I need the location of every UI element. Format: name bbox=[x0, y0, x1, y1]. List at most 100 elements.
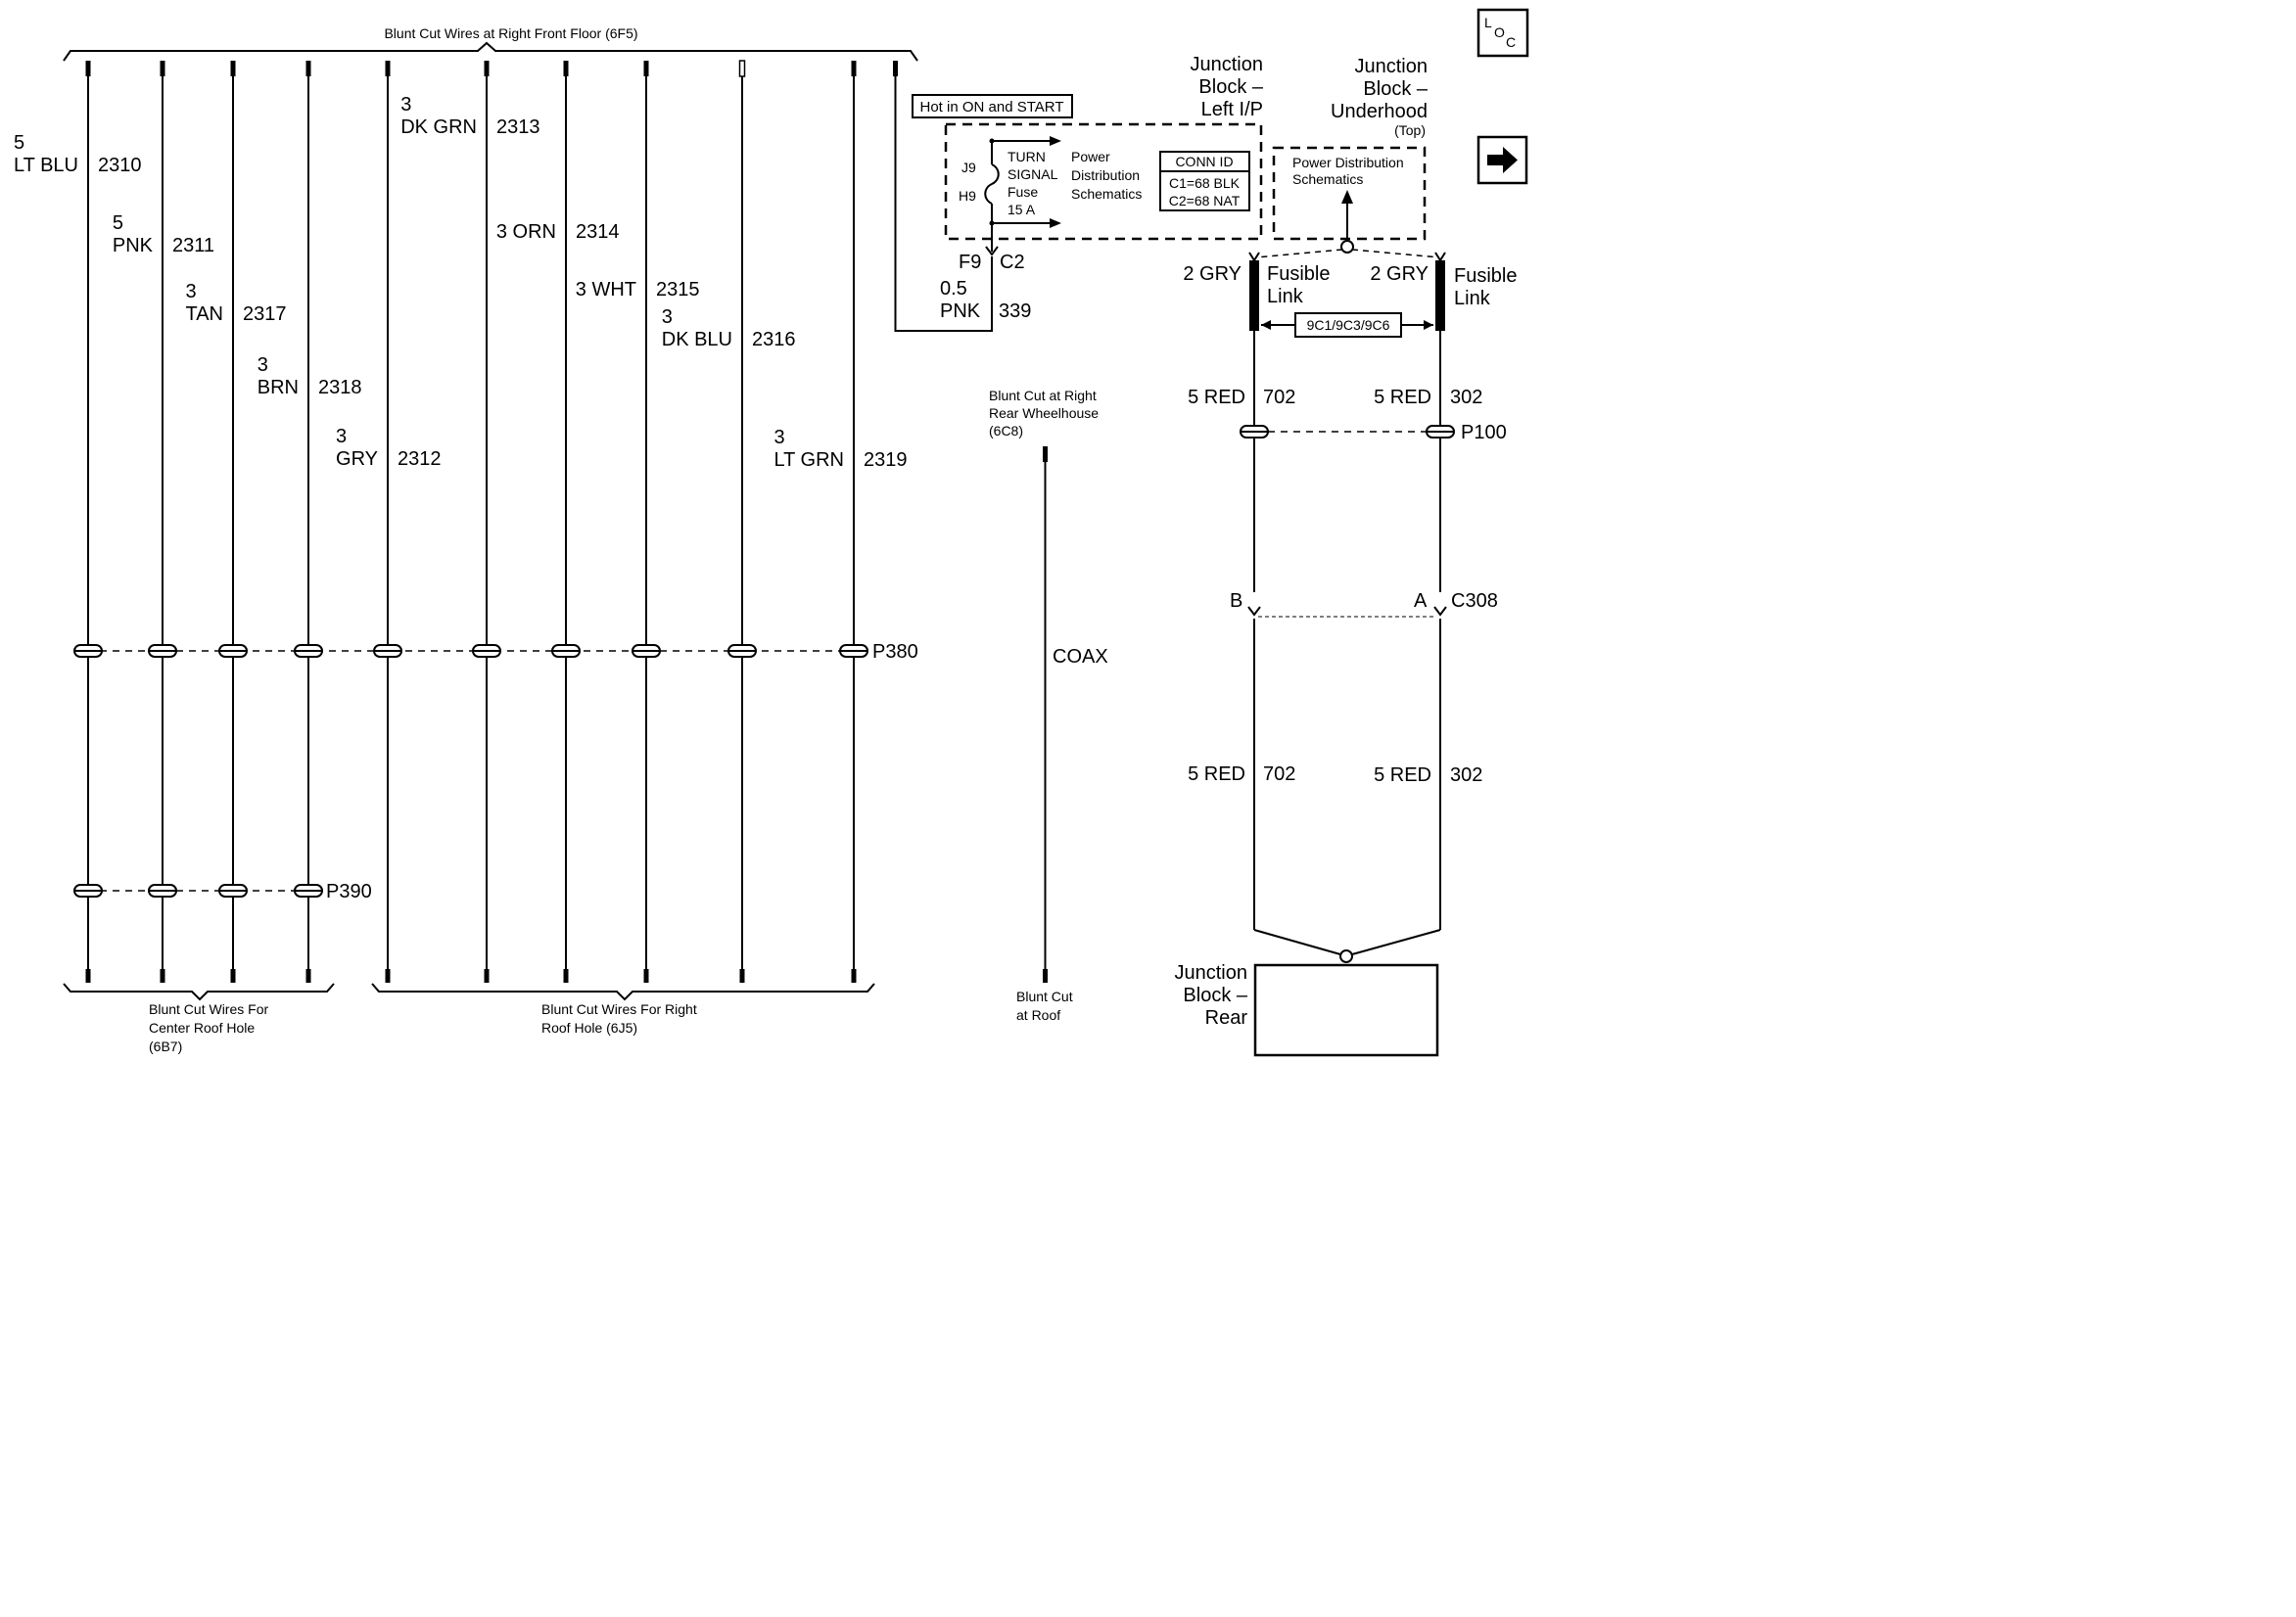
jb-rear-title-3: Rear bbox=[1205, 1007, 1248, 1029]
circuit-702-color-lower: 5 RED bbox=[1188, 763, 1245, 785]
fuse-output-wire: F9 C2 0.5 PNK 339 bbox=[940, 246, 1031, 322]
circuit-702-color-upper: 5 RED bbox=[1188, 387, 1245, 408]
coax-top-label-3: (6C8) bbox=[989, 423, 1023, 439]
fuse-pd-2: Distribution bbox=[1071, 167, 1140, 183]
p390-splice bbox=[73, 884, 103, 898]
fuse-out-size: 0.5 bbox=[940, 278, 967, 300]
circuit-302 bbox=[1434, 252, 1446, 930]
jb-left-ip-title-1: Junction bbox=[1191, 54, 1264, 75]
p390-splice bbox=[148, 884, 177, 898]
next-page-arrow-icon[interactable] bbox=[1476, 135, 1528, 185]
fuse-symbol bbox=[984, 163, 1000, 205]
wire-size-color: 3 WHT bbox=[576, 279, 636, 300]
coax-bottom-label-1: Blunt Cut bbox=[1016, 989, 1073, 1004]
splice-group bbox=[73, 644, 868, 898]
fuse-out-color: PNK bbox=[940, 300, 981, 322]
wire-circuit: 2318 bbox=[318, 377, 362, 398]
circuit-302-color-upper: 5 RED bbox=[1374, 387, 1431, 408]
junction-block-underhood: Junction Block – Underhood (Top) Power D… bbox=[1255, 56, 1440, 258]
splice-p380-label: P380 bbox=[872, 641, 918, 663]
bottom-right-label-1: Blunt Cut Wires For Right bbox=[541, 1001, 697, 1017]
loc-letter-c: C bbox=[1506, 34, 1516, 50]
wire-circuit: 2311 bbox=[172, 235, 214, 256]
wire-circuit: 2319 bbox=[864, 449, 908, 471]
wire-top-stub bbox=[484, 61, 490, 76]
fusible-link-left bbox=[1249, 260, 1259, 331]
wire-circuit: 2312 bbox=[398, 448, 442, 470]
conn-id-c2: C2=68 NAT bbox=[1169, 193, 1241, 208]
wire-bottom-stub bbox=[160, 969, 165, 983]
wire-top-stub bbox=[385, 61, 391, 76]
wire-bottom-stub bbox=[643, 969, 649, 983]
hot-feed-wire bbox=[893, 61, 993, 332]
fusible-right-size-color: 2 GRY bbox=[1370, 263, 1429, 285]
wire-size: 3 bbox=[400, 94, 411, 116]
wire-top-stub bbox=[643, 61, 649, 76]
circuit-302-number-lower: 302 bbox=[1450, 764, 1482, 786]
bottom-left-label-3: (6B7) bbox=[149, 1039, 182, 1054]
coax-label: COAX bbox=[1053, 646, 1108, 668]
wire-size: 3 bbox=[662, 306, 673, 328]
fuse-c2-label: C2 bbox=[1000, 252, 1025, 273]
wire-top-stub bbox=[305, 61, 311, 76]
jb-rear-title-1: Junction bbox=[1175, 962, 1248, 984]
loc-letter-l: L bbox=[1484, 15, 1492, 30]
wire-color: GRY bbox=[336, 448, 378, 470]
wire-color: PNK bbox=[113, 235, 154, 256]
fuse-name-2: SIGNAL bbox=[1007, 166, 1058, 182]
p380-splice bbox=[373, 644, 402, 658]
circuit-302-color-lower: 5 RED bbox=[1374, 764, 1431, 786]
pd-schematics-2: Schematics bbox=[1292, 171, 1363, 187]
wire-bottom-stub bbox=[484, 969, 490, 983]
p380-splice bbox=[148, 644, 177, 658]
fuse-j9-label: J9 bbox=[961, 160, 976, 175]
fusible-ref-box: 9C1/9C3/9C6 bbox=[1261, 312, 1433, 338]
connector-c308: B A C308 bbox=[1230, 590, 1498, 618]
wire-size: 3 bbox=[336, 426, 347, 447]
wire-top-stub bbox=[851, 61, 857, 76]
fuse-pd-3: Schematics bbox=[1071, 186, 1142, 202]
wire-top-stub bbox=[563, 61, 569, 76]
fusible-ref-label: 9C1/9C3/9C6 bbox=[1307, 317, 1390, 333]
coax-bottom-label-2: at Roof bbox=[1016, 1007, 1060, 1023]
wire-size: 3 bbox=[258, 354, 268, 376]
wire-circuit: 2315 bbox=[656, 279, 700, 300]
conn-id-title: CONN ID bbox=[1175, 154, 1233, 169]
p390-splice bbox=[218, 884, 248, 898]
coax-top-label-1: Blunt Cut at Right bbox=[989, 388, 1097, 403]
top-bracket-label: Blunt Cut Wires at Right Front Floor (6F… bbox=[384, 25, 637, 41]
loc-icon[interactable]: L O C bbox=[1476, 8, 1529, 58]
circuit-702-number-lower: 702 bbox=[1263, 763, 1295, 785]
jb-underhood-title-2: Block – bbox=[1363, 78, 1428, 100]
fuse-f9-label: F9 bbox=[959, 252, 981, 273]
bottom-left-label-2: Center Roof Hole bbox=[149, 1020, 255, 1036]
wire-top-stub bbox=[738, 60, 746, 77]
wire-circuit: 2313 bbox=[496, 116, 540, 138]
p380-splice bbox=[839, 644, 868, 658]
wire-size: 3 bbox=[185, 281, 196, 302]
jb-underhood-title-3: Underhood bbox=[1331, 101, 1428, 122]
fuse-name-3: Fuse bbox=[1007, 184, 1038, 200]
circuit-302-number-upper: 302 bbox=[1450, 387, 1482, 408]
p380-splice bbox=[73, 644, 103, 658]
circuit-702-number-upper: 702 bbox=[1263, 387, 1295, 408]
wire-bottom-stub bbox=[563, 969, 569, 983]
p100-label: P100 bbox=[1461, 422, 1507, 443]
fusible-left-label-1: Fusible bbox=[1267, 263, 1330, 285]
hot-in-on-start-label: Hot in ON and START bbox=[920, 99, 1064, 116]
wire-bottom-stub bbox=[230, 969, 236, 983]
fuse-out-circuit: 339 bbox=[999, 300, 1031, 322]
p380-splice bbox=[632, 644, 661, 658]
wire-color: TAN bbox=[185, 303, 223, 325]
bottom-left-bracket: Blunt Cut Wires For Center Roof Hole (6B… bbox=[63, 983, 335, 1054]
wire-top-stub bbox=[230, 61, 236, 76]
p380-splice bbox=[472, 644, 501, 658]
junction-block-left-ip: Junction Block – Left I/P J9 H9 TURN SIG… bbox=[944, 54, 1264, 252]
p390-splice bbox=[294, 884, 323, 898]
wire-2315: 3 WHT 2315 bbox=[576, 61, 700, 983]
fusible-right-label-1: Fusible bbox=[1454, 265, 1517, 287]
loc-letter-o: O bbox=[1494, 24, 1505, 40]
